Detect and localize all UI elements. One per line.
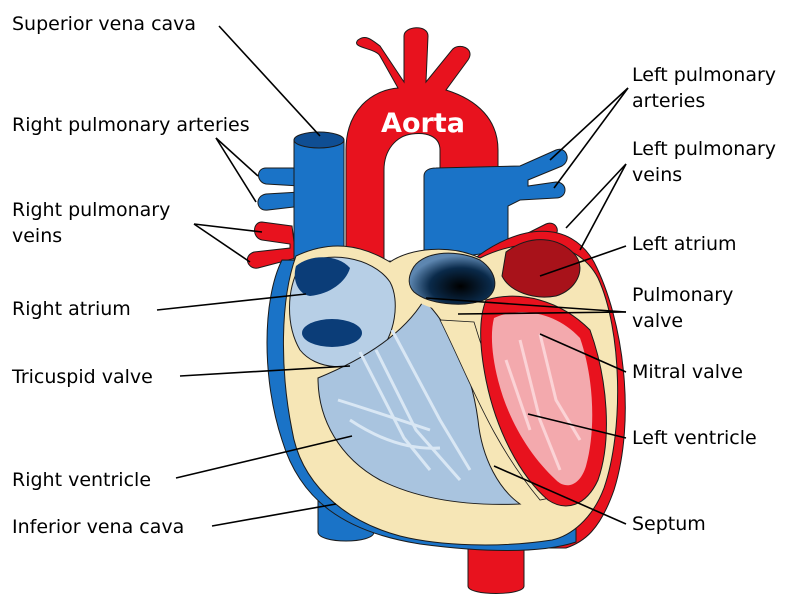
label-right-pulmonary-veins-line2: veins [12, 224, 62, 249]
aorta-label: Aorta [381, 108, 465, 139]
label-right-ventricle: Right ventricle [12, 468, 151, 493]
label-left-pulmonary-veins-line2: veins [632, 163, 682, 188]
label-inferior-vena-cava: Inferior vena cava [12, 515, 184, 540]
label-pulmonary-valve-line2: valve [632, 309, 683, 334]
label-superior-vena-cava: Superior vena cava [12, 12, 196, 37]
label-septum: Septum [632, 512, 706, 537]
label-left-atrium: Left atrium [632, 232, 737, 257]
inferior-vena-cava-opening [302, 319, 362, 347]
label-left-pulmonary-arteries-line2: arteries [632, 89, 705, 114]
label-left-ventricle: Left ventricle [632, 426, 757, 451]
pulmonary-valve-opening [409, 253, 495, 304]
left-atrium-chamber [502, 240, 580, 297]
label-right-atrium: Right atrium [12, 297, 131, 322]
label-mitral-valve: Mitral valve [632, 360, 743, 385]
label-right-pulmonary-veins-line1: Right pulmonary [12, 198, 170, 223]
label-left-pulmonary-arteries-line1: Left pulmonary [632, 63, 776, 88]
label-right-pulmonary-arteries: Right pulmonary arteries [12, 113, 250, 138]
label-pulmonary-valve-line1: Pulmonary [632, 283, 733, 308]
label-tricuspid-valve: Tricuspid valve [12, 365, 153, 390]
label-left-pulmonary-veins-line1: Left pulmonary [632, 137, 776, 162]
